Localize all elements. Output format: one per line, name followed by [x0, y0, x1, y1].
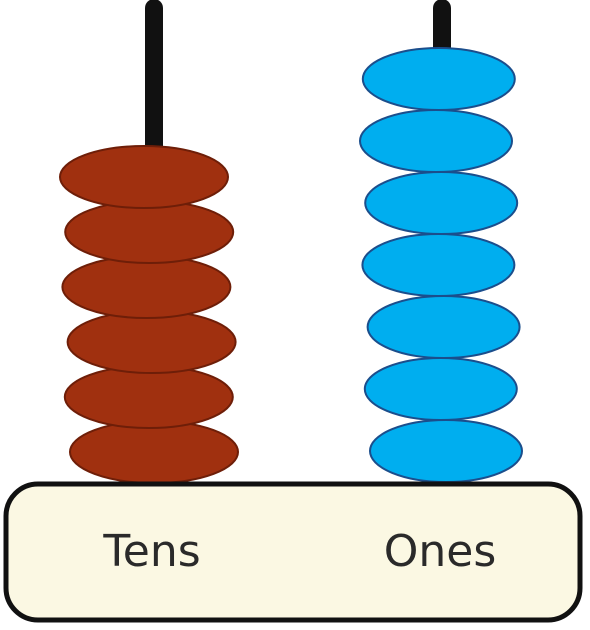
tens-bead-5: [64, 200, 235, 264]
ones-bead-5: [364, 171, 519, 235]
ones-bead-4: [361, 233, 516, 297]
ones-bead-3: [366, 295, 521, 359]
ones-beads-group: [359, 47, 523, 483]
ones-bead-7: [361, 47, 516, 111]
tens-bead-4: [61, 255, 232, 319]
abacus-base: [3, 481, 583, 623]
tens-bead-2: [63, 365, 234, 429]
tens-bead-6: [59, 145, 229, 209]
tens-label: Tens: [102, 526, 200, 577]
ones-bead-6: [359, 109, 513, 173]
ones-bead-2: [363, 357, 518, 421]
tens-bead-3: [66, 310, 237, 374]
tens-bead-1: [69, 420, 239, 484]
tens-beads-group: [59, 145, 239, 484]
ones-bead-1: [369, 419, 523, 483]
ones-label: Ones: [384, 526, 497, 577]
